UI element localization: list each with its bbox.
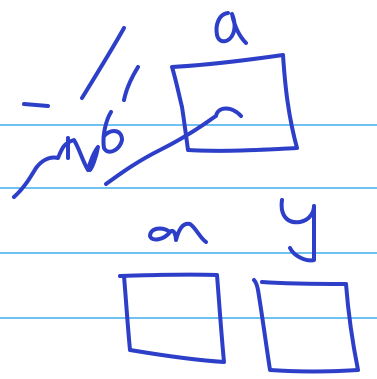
handwritten-slash-long <box>80 26 126 100</box>
handwritten-a-top <box>214 11 248 45</box>
handwritten-six <box>101 110 124 154</box>
handwritten-dash <box>22 102 50 108</box>
handwritten-slash-short <box>122 65 140 102</box>
hand-drawn-square-bottom-right <box>252 278 360 374</box>
handwritten-y <box>279 198 316 263</box>
handwritten-squiggle <box>12 138 100 199</box>
hand-drawn-square-top <box>170 53 299 153</box>
handwritten-an <box>148 221 208 244</box>
hand-drawn-square-bottom-left <box>118 272 226 364</box>
hand-drawn-arrow-stroke <box>104 106 243 186</box>
